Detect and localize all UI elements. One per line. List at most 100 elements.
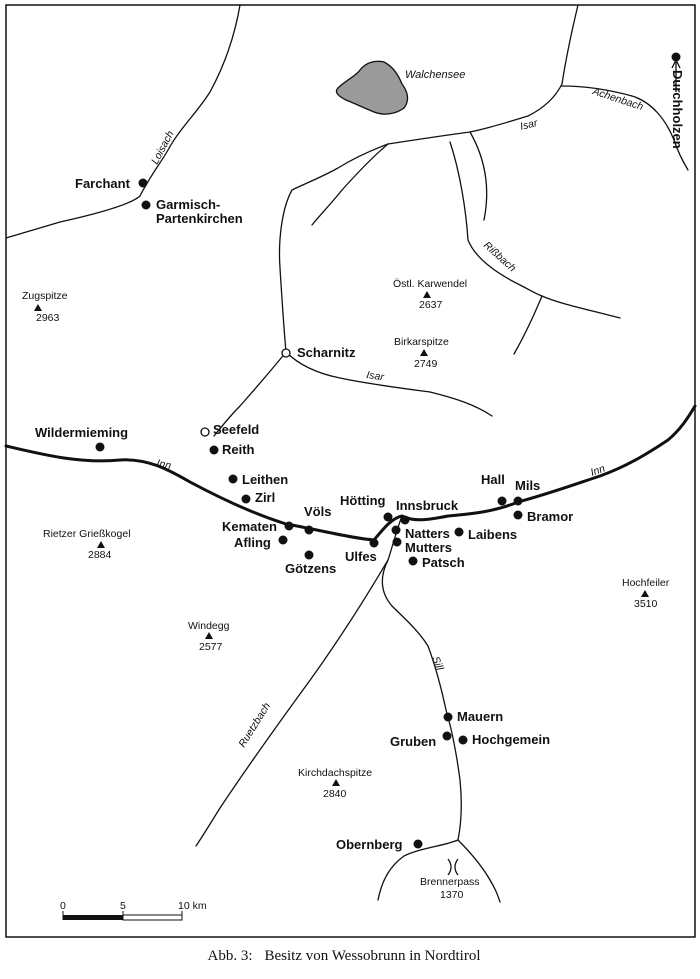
hochgemein-label: Hochgemein bbox=[472, 732, 550, 747]
voels-label: Völs bbox=[304, 504, 331, 519]
laibens-label: Laibens bbox=[468, 527, 517, 542]
mils-dot bbox=[513, 496, 523, 506]
patsch-label: Patsch bbox=[422, 555, 465, 570]
kematen-label: Kematen bbox=[222, 519, 277, 534]
wildermieming-dot bbox=[95, 442, 105, 452]
scale-bar: 0 5 10 km bbox=[60, 900, 207, 921]
mauern-label: Mauern bbox=[457, 709, 503, 724]
leithen-label: Leithen bbox=[242, 472, 288, 487]
peak-birkarspitze: Birkarspitze 2749 bbox=[394, 336, 449, 370]
birkarspitze-name: Birkarspitze bbox=[394, 336, 449, 348]
sill-label: Sill bbox=[429, 655, 446, 673]
ulfes-dot bbox=[369, 538, 379, 548]
brenner-elevation: 1370 bbox=[440, 889, 464, 901]
isar-tributary bbox=[311, 143, 389, 226]
scharnitz-stream bbox=[213, 351, 287, 437]
map-frame bbox=[5, 4, 696, 938]
settlement-dots bbox=[95, 178, 523, 849]
afling-dot bbox=[278, 535, 288, 545]
scale-segment-empty bbox=[122, 914, 183, 921]
durchholzen-dot bbox=[671, 52, 681, 62]
gruben-label: Gruben bbox=[390, 734, 436, 749]
pass-symbol-icon bbox=[447, 858, 459, 876]
zugspitze-name: Zugspitze bbox=[22, 290, 68, 302]
grieskogel-name: Rietzer Grießkogel bbox=[43, 528, 131, 540]
rissbach-east bbox=[541, 295, 621, 319]
rissbach-river bbox=[449, 141, 543, 297]
innsbruck-dot bbox=[400, 515, 410, 525]
scale-segment-filled bbox=[63, 915, 123, 920]
birkarspitze-elevation: 2749 bbox=[414, 358, 438, 370]
ulfes-label: Ulfes bbox=[345, 549, 377, 564]
walchensee-label: Walchensee bbox=[405, 69, 465, 81]
achenbach-label: Achenbach bbox=[590, 85, 645, 113]
wildermieming-label: Wildermieming bbox=[35, 425, 128, 440]
achenbach-river bbox=[561, 85, 689, 171]
grieskogel-triangle-icon bbox=[97, 541, 105, 548]
scharnitz-dot bbox=[281, 348, 291, 358]
grieskogel-elevation: 2884 bbox=[88, 549, 112, 561]
rissbach-label: Rißbach bbox=[481, 239, 518, 274]
isar-lower-label: Isar bbox=[366, 369, 386, 383]
figure-title: Besitz von Wessobrunn in Nordtirol bbox=[264, 948, 481, 964]
scale-label-10: 10 km bbox=[178, 900, 207, 912]
peak-kirchdach: Kirchdachspitze 2840 bbox=[298, 767, 372, 800]
garmisch-dot bbox=[141, 200, 151, 210]
natters-dot bbox=[391, 525, 401, 535]
farchant-dot bbox=[138, 178, 148, 188]
hochfeiler-elevation: 3510 bbox=[634, 598, 658, 610]
karwendel-name: Östl. Karwendel bbox=[393, 278, 467, 290]
hoetting-label: Hötting bbox=[340, 493, 386, 508]
afling-label: Afling bbox=[234, 535, 271, 550]
windegg-triangle-icon bbox=[205, 632, 213, 639]
mutters-label: Mutters bbox=[405, 540, 452, 555]
brenner-stream bbox=[457, 839, 501, 903]
inn-river bbox=[4, 404, 697, 542]
durchholzen-label: Durchholzen bbox=[670, 70, 685, 149]
goetzens-dot bbox=[304, 550, 314, 560]
gruben-dot bbox=[442, 731, 452, 741]
peak-karwendel: Östl. Karwendel 2637 bbox=[393, 278, 467, 311]
garmisch-label-1: Garmisch- bbox=[156, 197, 220, 212]
reith-label: Reith bbox=[222, 442, 255, 457]
peak-grieskogel: Rietzer Grießkogel 2884 bbox=[43, 528, 131, 561]
karwendel-elevation: 2637 bbox=[419, 299, 443, 311]
laibens-dot bbox=[454, 527, 464, 537]
kirchdach-triangle-icon bbox=[332, 779, 340, 786]
innsbruck-label: Innsbruck bbox=[396, 498, 459, 513]
isar-river-lower bbox=[285, 351, 493, 417]
windegg-elevation: 2577 bbox=[199, 641, 223, 653]
hochfeiler-name: Hochfeiler bbox=[622, 577, 670, 589]
mauern-dot bbox=[443, 712, 453, 722]
zirl-label: Zirl bbox=[255, 490, 275, 505]
natters-label: Natters bbox=[405, 526, 450, 541]
figure-number: Abb. 3: bbox=[207, 948, 253, 964]
obernberg-label: Obernberg bbox=[336, 837, 403, 852]
peak-windegg: Windegg 2577 bbox=[188, 620, 230, 653]
reith-dot bbox=[209, 445, 219, 455]
isar-upper-label: Isar bbox=[519, 117, 539, 133]
zirl-dot bbox=[241, 494, 251, 504]
hall-label: Hall bbox=[481, 472, 505, 487]
obernberg-stream bbox=[377, 839, 459, 901]
ruetzbach-river bbox=[195, 559, 389, 847]
garmisch-label-2: Partenkirchen bbox=[156, 211, 243, 226]
seefeld-dot bbox=[200, 427, 210, 437]
voels-dot bbox=[304, 525, 314, 535]
leithen-dot bbox=[228, 474, 238, 484]
birkarspitze-triangle-icon bbox=[420, 349, 428, 356]
hochfeiler-triangle-icon bbox=[641, 590, 649, 597]
obernberg-dot bbox=[413, 839, 423, 849]
karwendel-triangle-icon bbox=[423, 291, 431, 298]
goetzens-label: Götzens bbox=[285, 561, 336, 576]
patsch-dot bbox=[408, 556, 418, 566]
peak-hochfeiler: Hochfeiler 3510 bbox=[622, 577, 670, 610]
windegg-name: Windegg bbox=[188, 620, 230, 632]
pass-brenner: Brennerpass 1370 bbox=[420, 858, 480, 901]
scharnitz-label: Scharnitz bbox=[297, 345, 356, 360]
zugspitze-triangle-icon bbox=[34, 304, 42, 311]
farchant-label: Farchant bbox=[75, 176, 131, 191]
seefeld-label: Seefeld bbox=[213, 422, 259, 437]
rissbach-south bbox=[513, 295, 543, 355]
